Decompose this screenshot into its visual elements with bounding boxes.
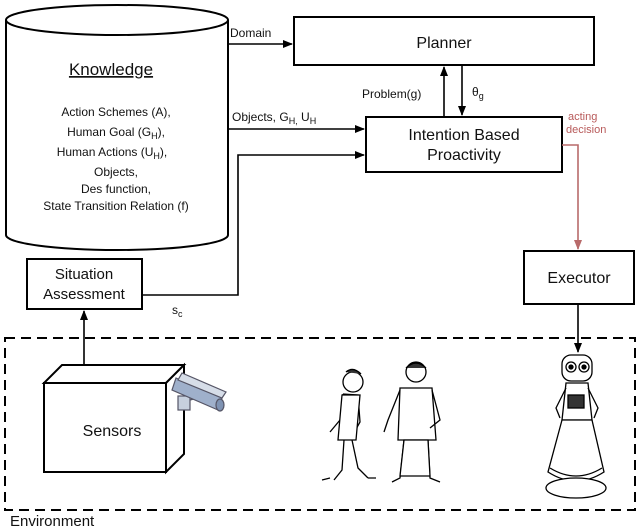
situation-node: Situation Assessment bbox=[26, 258, 143, 310]
situation-label-line2: Assessment bbox=[43, 286, 126, 303]
knowledge-item: Des function, bbox=[81, 182, 151, 196]
objects-label: Objects, GH, UH bbox=[232, 110, 316, 126]
domain-label: Domain bbox=[230, 26, 271, 40]
knowledge-title: Knowledge bbox=[69, 60, 153, 79]
theta-label: θg bbox=[472, 85, 484, 101]
knowledge-database: Knowledge Action Schemes (A), Human Goal… bbox=[5, 4, 229, 251]
sensors-node: Sensors bbox=[41, 362, 187, 475]
environment-label: Environment bbox=[10, 513, 95, 529]
knowledge-item: Objects, bbox=[94, 165, 138, 179]
camera-icon bbox=[171, 372, 227, 412]
intention-label-line1: Intention Based bbox=[408, 127, 519, 144]
knowledge-item: Human Actions (UH), bbox=[57, 145, 168, 161]
sc-arrow bbox=[142, 151, 365, 296]
acting-label-line1: acting bbox=[568, 111, 597, 123]
knowledge-database-icon bbox=[5, 20, 229, 251]
sensors-label: Sensors bbox=[83, 423, 142, 440]
executor-label: Executor bbox=[547, 270, 611, 287]
intention-node: Intention Based Proactivity bbox=[365, 116, 563, 173]
acting-label-line2: decision bbox=[566, 124, 606, 136]
intention-label-line2: Proactivity bbox=[427, 147, 501, 164]
planner-node: Planner bbox=[293, 16, 595, 66]
edges: Domain Objects, GH, UH Problem(g) θg sc … bbox=[80, 26, 606, 380]
acting-decision-arrow bbox=[562, 144, 582, 250]
humans-illustration bbox=[321, 361, 441, 483]
sc-label: sc bbox=[172, 303, 183, 319]
knowledge-item: Human Goal (GH), bbox=[67, 125, 165, 141]
knowledge-item: Action Schemes (A), bbox=[61, 105, 170, 119]
problem-label: Problem(g) bbox=[362, 87, 421, 101]
robot-illustration bbox=[545, 354, 607, 499]
planner-label: Planner bbox=[416, 35, 472, 52]
knowledge-item: State Transition Relation (f) bbox=[43, 199, 188, 213]
executor-node: Executor bbox=[523, 250, 635, 305]
situation-label-line1: Situation bbox=[55, 266, 113, 283]
